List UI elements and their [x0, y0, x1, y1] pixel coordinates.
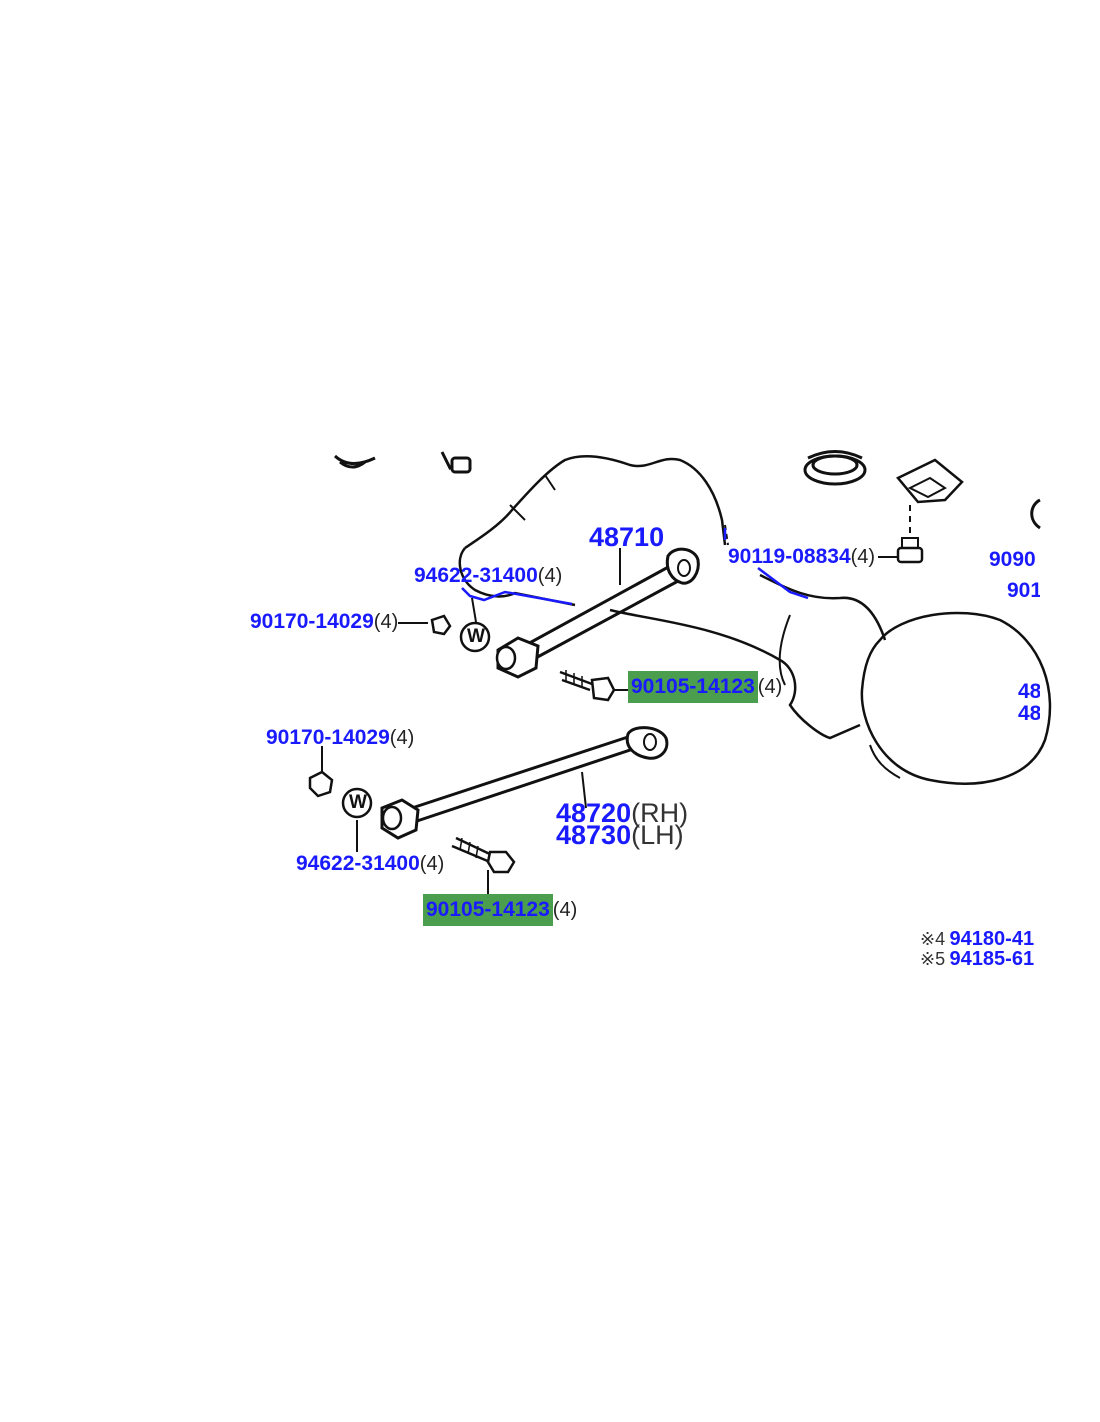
reference-note-4: ※4 94180-41	[920, 928, 1040, 952]
clipped-part-number-b[interactable]: 901	[1007, 579, 1040, 602]
axle-tube	[609, 608, 861, 740]
blue-leaders	[461, 528, 809, 606]
part-number-90170-lower[interactable]: 90170-14029	[266, 726, 390, 749]
callout-94622-lower: 94622-31400(4)	[296, 853, 444, 874]
callout-94622-upper: 94622-31400(4)	[414, 565, 562, 586]
qty-90170-upper: (4)	[373, 611, 399, 633]
upper-bolt	[559, 670, 616, 702]
reference-mark-4: ※4	[920, 929, 946, 949]
upper-control-arm	[495, 547, 700, 679]
partial-bracket	[333, 454, 376, 469]
callout-48720: 48720(RH)	[556, 800, 688, 827]
upper-washer	[459, 621, 491, 653]
side-lh: (LH)	[631, 820, 684, 850]
housing-ridge	[509, 474, 556, 521]
axle-housing-outline	[464, 454, 727, 550]
callout-90170-lower: 90170-14029(4)	[266, 727, 414, 748]
axle-tube-lower	[778, 614, 791, 686]
clipped-part-number-d[interactable]: 48	[1018, 702, 1040, 725]
qty-90170-lower: (4)	[389, 727, 415, 749]
qty-94622-upper: (4)	[537, 565, 563, 587]
reference-mark-5: ※5	[920, 949, 946, 969]
part-number-90105-upper-highlighted[interactable]: 90105-14123	[628, 671, 758, 703]
qty-94622-lower: (4)	[419, 853, 445, 875]
qty-90105-lower: (4)	[552, 899, 578, 921]
clipped-label-b: 901	[1007, 579, 1040, 605]
part-number-90105-lower-highlighted[interactable]: 90105-14123	[423, 894, 553, 926]
clipped-label-d: 48	[1018, 702, 1040, 728]
clipped-part-number-a[interactable]: 9090	[989, 548, 1036, 571]
right-edge-part	[1030, 498, 1041, 530]
qty-90119: (4)	[850, 546, 876, 568]
part-number-94622-upper[interactable]: 94622-31400	[414, 564, 538, 587]
reference-part-number-5[interactable]: 94185-61	[949, 948, 1035, 970]
washer-symbol-upper: W	[467, 626, 485, 647]
lower-nut	[308, 770, 334, 798]
callout-90105-lower: 90105-14123(4)	[423, 894, 578, 926]
leader-lines	[321, 548, 898, 895]
lower-washer	[341, 787, 373, 819]
callout-90170-upper: 90170-14029(4)	[250, 611, 398, 632]
top-nut	[440, 451, 472, 474]
part-number-48730[interactable]: 48730	[556, 820, 632, 850]
part-number-48710[interactable]: 48710	[589, 522, 665, 552]
clipped-label-a: 9090	[989, 548, 1040, 574]
side-rh: (RH)	[631, 798, 689, 828]
washer-symbol-lower: W	[349, 792, 367, 813]
lower-bolt	[451, 836, 516, 874]
part-number-90119[interactable]: 90119-08834	[728, 545, 851, 568]
mount-bracket	[896, 458, 964, 535]
clipped-part-number-c[interactable]: 48	[1018, 680, 1040, 703]
part-number-94622-lower[interactable]: 94622-31400	[296, 852, 420, 875]
bolt-90119	[896, 537, 924, 564]
callout-90119: 90119-08834(4)	[728, 546, 875, 567]
callout-90105-upper: 90105-14123(4)	[628, 671, 783, 703]
clipped-label-c: 48	[1018, 680, 1040, 706]
brake-drum	[860, 611, 1052, 785]
callout-48730: 48730(LH)	[556, 822, 684, 849]
reference-part-number-4[interactable]: 94180-41	[949, 928, 1035, 950]
part-number-90170-upper[interactable]: 90170-14029	[250, 610, 374, 633]
coil-spring-partial	[803, 450, 867, 486]
upper-nut	[430, 614, 452, 636]
reference-note-5: ※5 94185-61	[920, 948, 1040, 972]
part-number-48720[interactable]: 48720	[556, 798, 632, 828]
lower-control-arm	[380, 726, 669, 840]
qty-90105-upper: (4)	[757, 676, 783, 698]
